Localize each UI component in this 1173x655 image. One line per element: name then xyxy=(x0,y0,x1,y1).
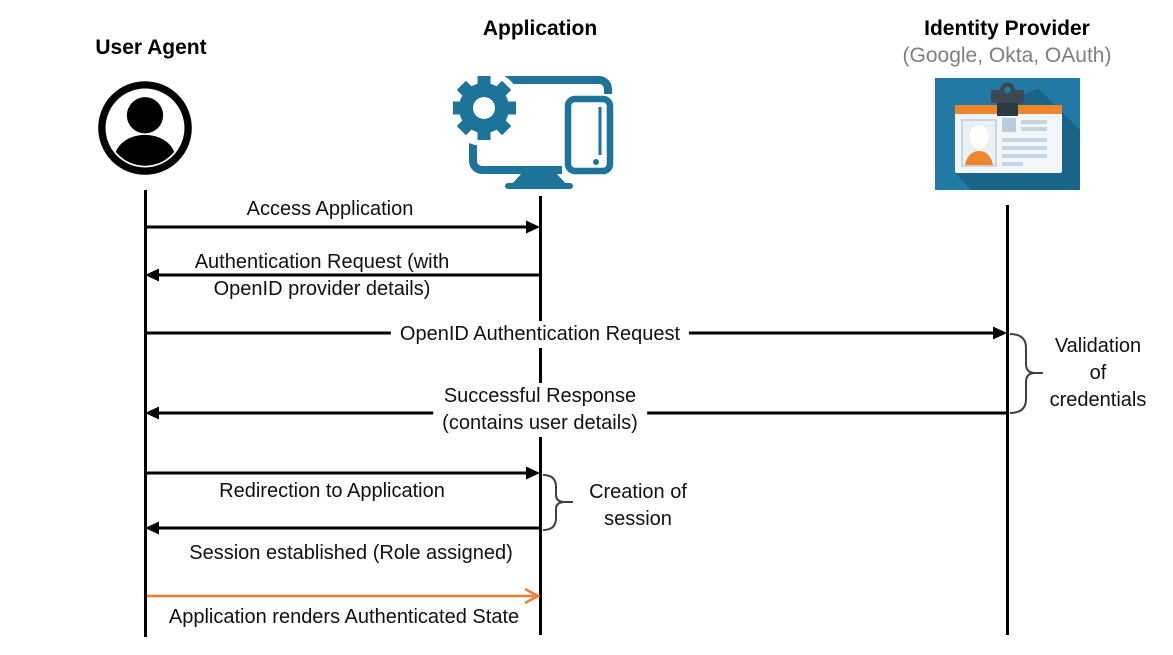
annotation-creation-of-session: Creation of session xyxy=(589,481,687,530)
brace-validation-of-credentials xyxy=(1009,333,1043,414)
arrow-application-renders-authenticated-state xyxy=(147,587,541,605)
actor-title-identity-provider: Identity Provider xyxy=(924,17,1090,40)
message-label-authentication-request: Authentication Request (with OpenID prov… xyxy=(194,251,450,300)
application-devices-icon xyxy=(453,70,614,189)
message-label-access-application: Access Application xyxy=(246,198,414,220)
arrow-access-application xyxy=(147,220,540,234)
actor-subtitle-identity-provider: (Google, Okta, OAuth) xyxy=(902,44,1112,67)
message-label-redirection-to-application: Redirection to Application xyxy=(219,480,445,502)
actor-title-application: Application xyxy=(482,17,598,40)
annotation-validation-of-credentials: Validation of credentials xyxy=(1049,335,1147,411)
message-label-application-renders-authenticated-state: Application renders Authenticated State xyxy=(168,606,520,628)
message-label-openid-authentication-request: OpenID Authentication Request xyxy=(390,321,690,348)
message-label-successful-response: Successful Response (contains user detai… xyxy=(433,383,647,437)
brace-creation-of-session xyxy=(542,474,573,531)
id-card-icon xyxy=(935,78,1080,190)
arrow-session-established xyxy=(145,521,540,535)
message-label-session-established: Session established (Role assigned) xyxy=(189,542,513,564)
arrow-authentication-request xyxy=(145,268,540,282)
arrow-redirection-to-application xyxy=(147,466,540,480)
actor-title-user-agent: User Agent xyxy=(95,36,207,59)
user-icon xyxy=(98,81,192,175)
